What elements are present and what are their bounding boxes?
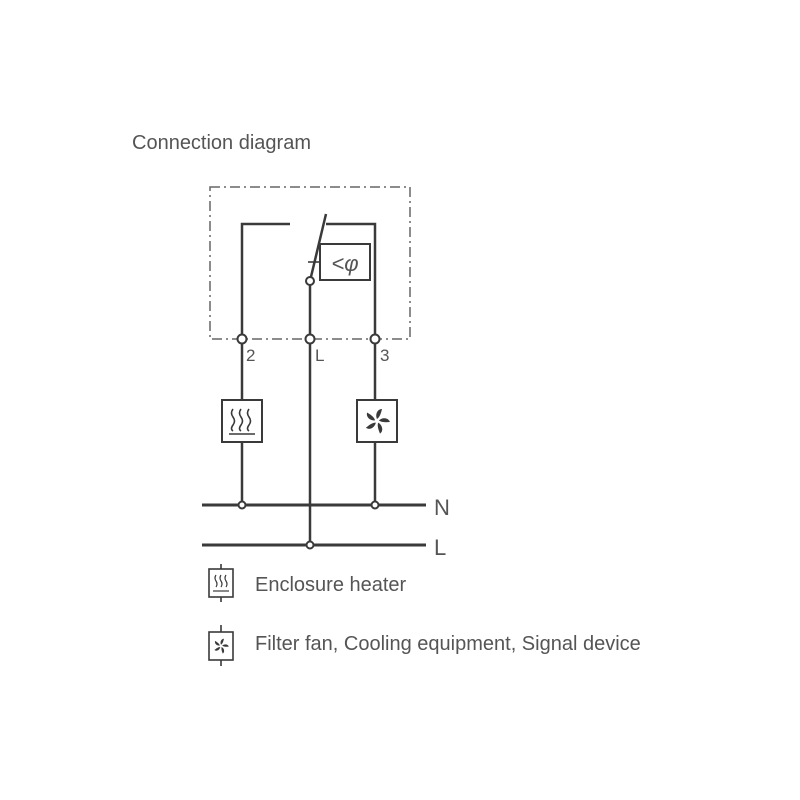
humidity-sensor-box: [319, 243, 371, 281]
terminal-2-label: 2: [246, 346, 255, 365]
terminal-l: [304, 333, 316, 345]
diagram-title: Connection diagram: [132, 132, 311, 154]
heater-icon: [221, 399, 263, 443]
internal-wire-terminal-3: [326, 222, 377, 339]
neutral-bus-label: N: [434, 495, 450, 520]
terminal-2: [236, 333, 248, 345]
legend-heater-icon: [208, 564, 234, 602]
legend-fan-icon: [208, 625, 234, 666]
switch-pivot: [305, 276, 315, 286]
fan-icon: [356, 399, 398, 443]
internal-wire-terminal-2: [240, 222, 290, 339]
junction-l: [305, 540, 315, 550]
junction-fan-n: [370, 500, 380, 510]
junction-heater-n: [237, 500, 247, 510]
terminal-3-label: 3: [380, 346, 389, 365]
legend-heater-label: Enclosure heater: [255, 574, 407, 596]
switch-blade: [308, 213, 328, 282]
humidity-sensor-label: <φ: [331, 251, 358, 276]
legend-fan-label: Filter fan, Cooling equipment, Signal de…: [255, 633, 641, 655]
terminal-l-label: L: [315, 346, 324, 365]
terminal-3: [369, 333, 381, 345]
line-bus-label: L: [434, 535, 446, 560]
device-enclosure: [209, 186, 411, 340]
